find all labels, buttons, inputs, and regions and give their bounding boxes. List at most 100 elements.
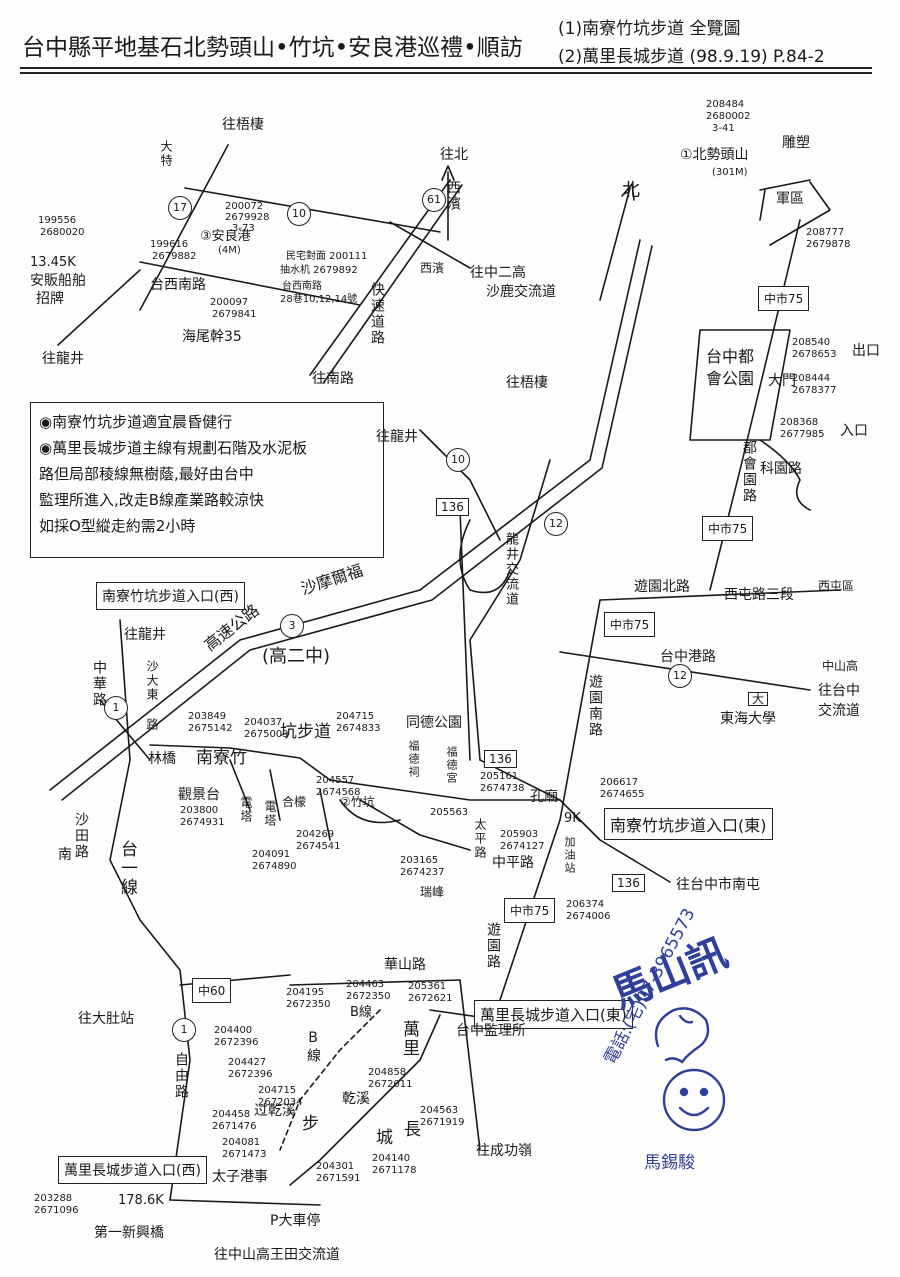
junqu-label: 軍區 <box>776 191 804 207</box>
road-10-mid <box>419 429 501 541</box>
bm-w17: 204563 <box>420 1105 459 1116</box>
bm-n22: 203165 <box>400 855 439 866</box>
huashan-road <box>289 979 461 986</box>
bm-n12: 2674890 <box>252 861 297 872</box>
road-17-badge: 17 <box>168 196 192 220</box>
to-wuqi2-label: 往梧棲 <box>506 375 548 391</box>
huashan-label: 華山路 <box>384 957 426 973</box>
nanliao-east-entrance: 南寮竹坑步道入口(東) <box>604 808 773 840</box>
header-rule-1 <box>20 67 872 69</box>
dianta2-label: 電塔 <box>263 800 277 828</box>
bm-n10: 2674931 <box>180 817 225 828</box>
haiwei-label: 海尾幹35 <box>182 329 242 345</box>
to-dadu-label: 往大肚站 <box>78 1011 134 1027</box>
bm-w18: 2671919 <box>420 1117 465 1128</box>
bm-n8: 2674568 <box>316 787 361 798</box>
bm-w19: 204301 <box>316 1161 355 1172</box>
note-line: ◉南寮竹坑步道適宜晨昏健行 <box>39 413 233 431</box>
stamp-name: 馬錫駿 <box>644 1153 695 1173</box>
bm-haiwei-2: 2679841 <box>212 309 257 320</box>
taixi-num-label: 28巷10,12,14號 <box>280 294 358 305</box>
to-longjing-top <box>57 269 141 346</box>
tongde-label: 同德公園 <box>406 715 462 731</box>
duhui-label: 都會園路 <box>741 440 757 504</box>
note-line: ◉萬里長城步道主線有規劃石階及水泥板 <box>39 439 308 457</box>
road-136-south <box>479 759 671 883</box>
bm-n11: 204091 <box>252 849 291 860</box>
gaoer-label: (高二中) <box>262 646 331 667</box>
bm-n9: 203800 <box>180 805 219 816</box>
shabuka-label: 沙大東 路 <box>145 660 159 732</box>
xibin2-label: 西濱 <box>420 261 445 275</box>
north-arrow-main <box>599 183 635 301</box>
to-longjing-mid-label: 往龍井 <box>376 429 418 445</box>
national-hwy-3a <box>49 239 641 791</box>
note-box: ◉南寮竹坑步道適宜晨昏健行 ◉萬里長城步道主線有規劃石階及水泥板 路但局部稜線無… <box>30 402 384 558</box>
anban-label: 安販船舶 <box>30 273 86 289</box>
bm-n16: 2674655 <box>600 789 645 800</box>
keyuan-road <box>759 439 811 511</box>
youyuan-bei-road <box>599 589 841 601</box>
minzhai-label: 民宅對面 200111 <box>286 251 368 262</box>
header-rule-2 <box>20 72 872 74</box>
wanli-west-entrance: 萬里長城步道入口(西) <box>58 1156 207 1184</box>
youyuan-lu-label: 遊園路 <box>485 922 501 970</box>
bm-p2: 2678653 <box>792 349 837 360</box>
bm-n21: 2674127 <box>500 841 545 852</box>
bm-n23: 2674237 <box>400 867 445 878</box>
diyi-xinxing-label: 第一新興橋 <box>94 1225 164 1241</box>
xitun-qu-label: 西屯區 <box>818 579 855 593</box>
national-hwy-3b <box>61 245 653 801</box>
to-north-label: 往北 <box>440 147 468 163</box>
anliang-height: (4M) <box>218 245 241 256</box>
bm-anliang-1: 200072 <box>225 201 264 212</box>
road-10-top <box>184 187 441 233</box>
road-136-badge: 136 <box>436 498 469 516</box>
ramp-xibin <box>389 221 471 269</box>
nanliao-branch <box>229 759 471 851</box>
bm-n3: 204037 <box>244 717 283 728</box>
bm-n18: 2674738 <box>480 783 525 794</box>
zhaopai-label: 招牌 <box>36 291 64 307</box>
longjing-ic-loop <box>459 519 511 594</box>
bm-w15: 204081 <box>222 1137 261 1148</box>
bm-n15: 206617 <box>600 777 639 788</box>
zhonghua-label: 中華路 <box>91 660 107 708</box>
anliang-coord-2: 2679882 <box>152 251 197 262</box>
anliang-label: ③安良港 <box>200 229 251 244</box>
road-1-badge: 1 <box>104 696 128 720</box>
jiayouzhan-label: 加油站 <box>563 836 576 875</box>
b-xian-label: B線 <box>305 1030 321 1064</box>
guoqianxi-label: 过乾溪 <box>254 1103 296 1119</box>
bm-n13: 204269 <box>296 829 335 840</box>
bm-haiwei-1: 200097 <box>210 297 249 308</box>
north-label: 北 <box>622 180 640 201</box>
bm-n24: 206374 <box>566 899 605 910</box>
diaosu-label: 雕塑 <box>782 135 810 151</box>
bm-w20: 2671591 <box>316 1173 361 1184</box>
nanliao-label: 南寮竹 <box>196 748 247 768</box>
bm-p1: 208540 <box>792 337 831 348</box>
beishi-height: (301M) <box>712 167 748 178</box>
bm-r1: 208777 <box>806 227 845 238</box>
bm-w16: 2671473 <box>222 1149 267 1160</box>
beishi-bm-3: 3-41 <box>712 123 735 134</box>
bm-p4: 2678377 <box>792 385 837 396</box>
rukou-label: 入口 <box>840 423 868 439</box>
xibin-expressway <box>309 179 463 383</box>
stamp-horse-smiley-icon <box>654 1007 726 1132</box>
bm-p3: 208444 <box>792 373 831 384</box>
to-wuqi-label: 往梧棲 <box>222 117 264 133</box>
da-badge: 大 <box>748 692 769 706</box>
zs60-badge: 中60 <box>192 978 232 1003</box>
bm-n20: 205903 <box>500 829 539 840</box>
bm-w9: 204427 <box>228 1057 267 1068</box>
youyuan-nan-road <box>499 599 601 1001</box>
bm-left-2: 2680020 <box>40 227 85 238</box>
km-pole-label: 13.45K <box>30 255 76 270</box>
kengbu-label: 坑步道 <box>280 722 331 742</box>
bm-n19: 205563 <box>430 807 469 818</box>
wanli-label: 萬里 <box>399 1020 419 1058</box>
road-136-badge-c: 136 <box>612 874 645 892</box>
